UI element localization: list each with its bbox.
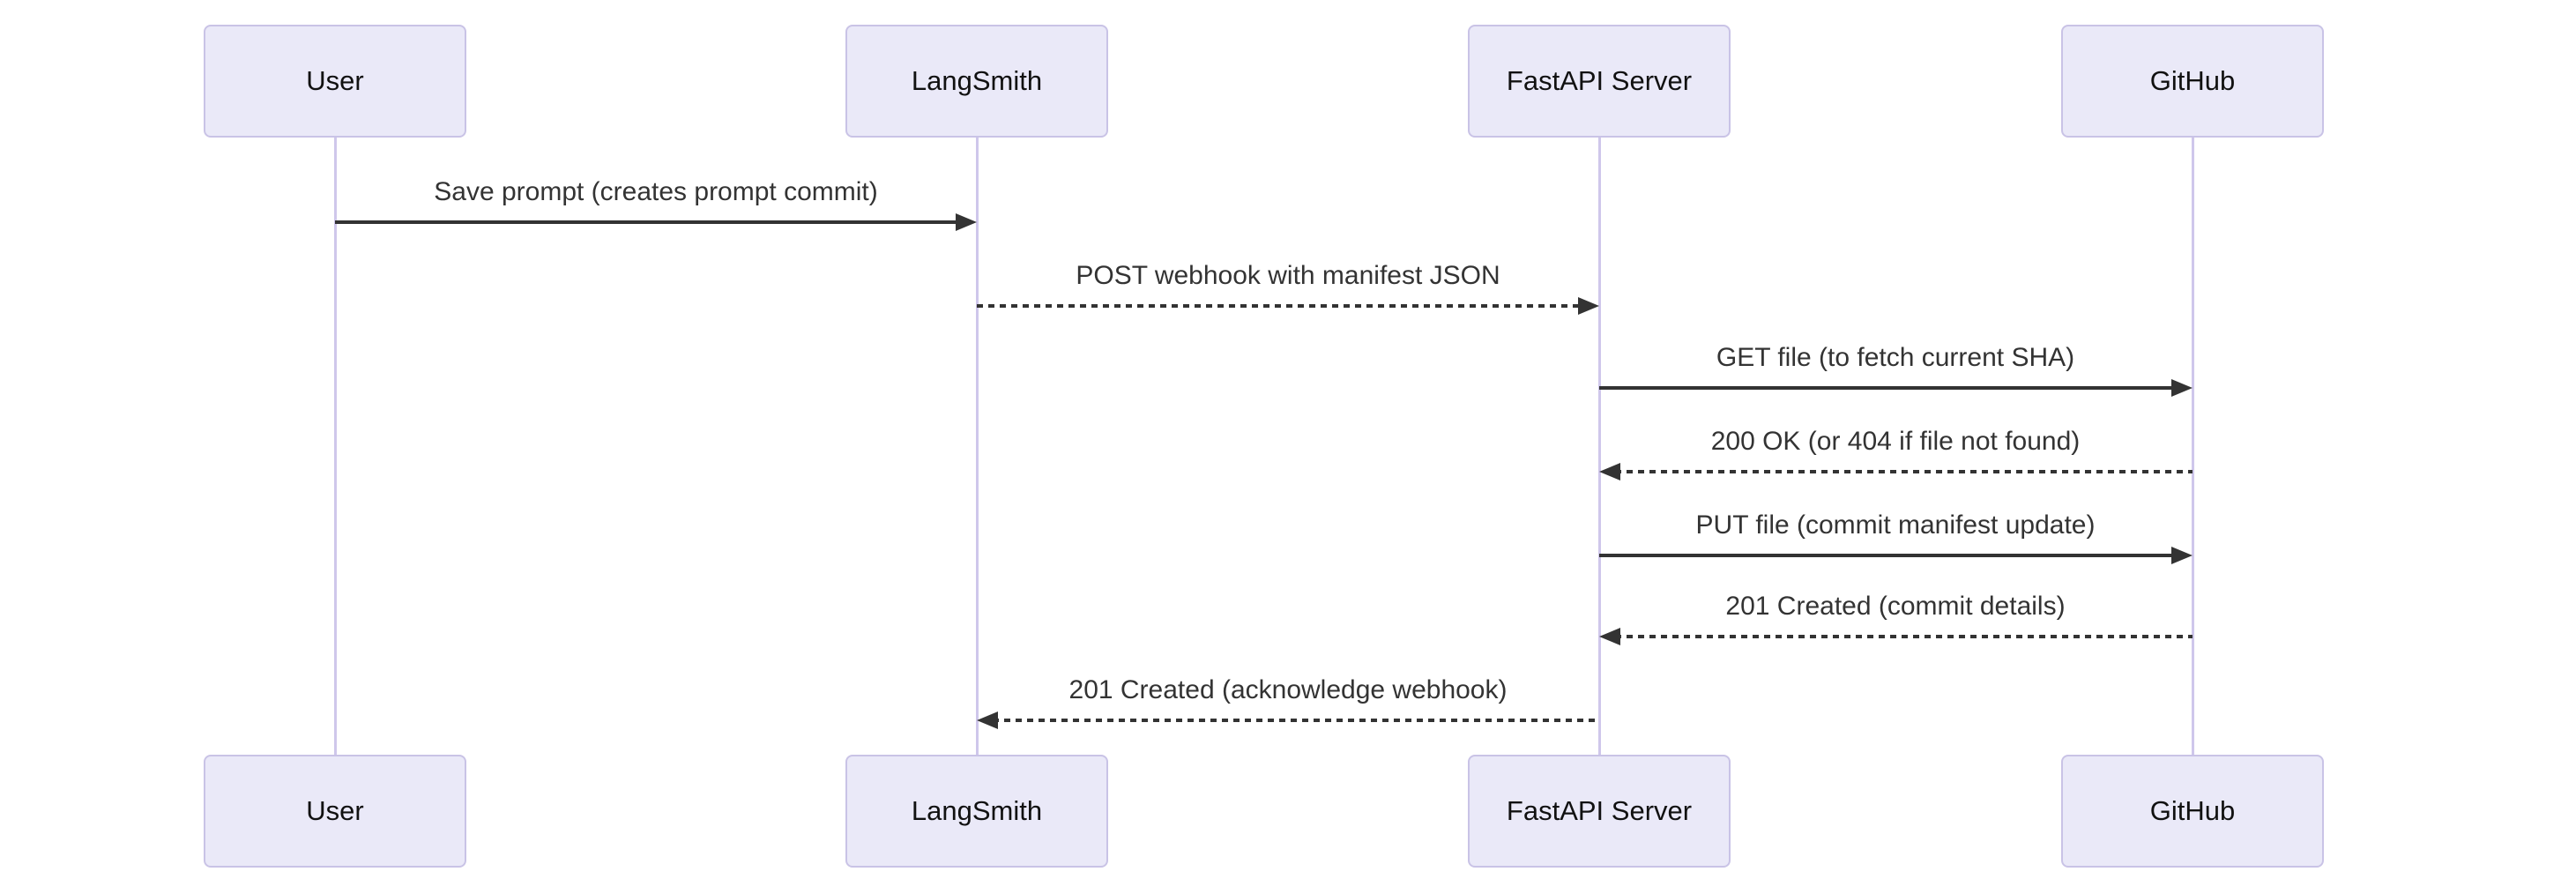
actor-langsmith-label: LangSmith xyxy=(911,795,1043,826)
arrowhead-right-icon xyxy=(2171,547,2193,564)
actor-github-label: GitHub xyxy=(2149,795,2236,826)
message-label: 201 Created (acknowledge webhook) xyxy=(1068,675,1508,704)
arrowhead-left-icon xyxy=(1599,463,1620,481)
actor-fastapi-label: FastAPI Server xyxy=(1506,65,1693,96)
message-line xyxy=(1599,554,2178,557)
arrowhead-left-icon xyxy=(1599,628,1620,645)
arrowhead-right-icon xyxy=(956,213,977,231)
arrowhead-left-icon xyxy=(977,711,998,729)
message-label: 201 Created (commit details) xyxy=(1725,592,2066,621)
actor-langsmith-label: LangSmith xyxy=(911,65,1043,96)
actor-fastapi-top: FastAPI Server xyxy=(1468,25,1731,138)
lifeline-langsmith xyxy=(975,138,979,755)
actor-fastapi-label: FastAPI Server xyxy=(1506,795,1693,826)
message-line xyxy=(335,220,963,224)
actor-langsmith-top: LangSmith xyxy=(845,25,1108,138)
arrowhead-right-icon xyxy=(1578,297,1599,315)
message-label: GET file (to fetch current SHA) xyxy=(1716,343,2075,372)
actor-github-label: GitHub xyxy=(2149,65,2236,96)
actor-user-label: User xyxy=(306,65,364,96)
message-label: POST webhook with manifest JSON xyxy=(1076,261,1500,290)
actor-github-top: GitHub xyxy=(2061,25,2324,138)
lifeline-github xyxy=(2191,138,2194,755)
message-label: Save prompt (creates prompt commit) xyxy=(434,177,878,206)
lifeline-user xyxy=(333,138,337,755)
message-line xyxy=(1599,386,2178,390)
actor-langsmith-bottom: LangSmith xyxy=(845,755,1108,868)
message-line xyxy=(993,719,1599,722)
lifeline-fastapi xyxy=(1597,138,1601,755)
actor-user-bottom: User xyxy=(204,755,466,868)
message-line xyxy=(1615,635,2193,638)
actor-github-bottom: GitHub xyxy=(2061,755,2324,868)
actor-user-label: User xyxy=(306,795,364,826)
actor-fastapi-bottom: FastAPI Server xyxy=(1468,755,1731,868)
message-line xyxy=(1615,470,2193,473)
actor-user-top: User xyxy=(204,25,466,138)
message-label: 200 OK (or 404 if file not found) xyxy=(1710,427,2081,456)
message-line xyxy=(977,304,1585,308)
arrowhead-right-icon xyxy=(2171,379,2193,397)
message-label: PUT file (commit manifest update) xyxy=(1695,510,2096,540)
